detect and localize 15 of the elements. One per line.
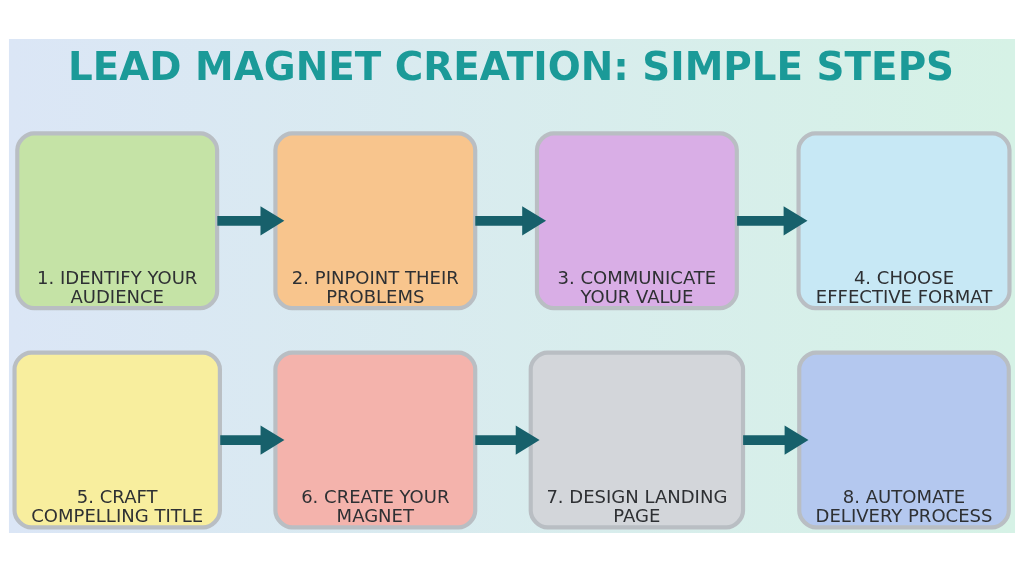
node-box: 7. DESIGN LANDING PAGE <box>528 350 746 530</box>
node-box: 3. COMMUNICATE YOUR VALUE <box>534 131 739 311</box>
arrow <box>220 425 285 455</box>
node-box: 6. CREATE YOUR MAGNET <box>273 350 478 530</box>
arrow <box>475 425 540 455</box>
node-box: 2. PINPOINT THEIR PROBLEMS <box>273 131 478 311</box>
arrow <box>217 206 285 236</box>
node-box: 8. AUTOMATE DELIVERY PROCESS <box>797 350 1011 530</box>
node-box: 5. CRAFT COMPELLING TITLE <box>12 350 222 530</box>
arrow <box>743 425 809 455</box>
diagram-title: LEAD MAGNET CREATION: SIMPLE STEPS <box>67 43 955 89</box>
arrow <box>475 206 547 236</box>
node-box: 1. IDENTIFY YOUR AUDIENCE <box>15 131 220 311</box>
node-box: 4. CHOOSE EFFECTIVE FORMAT <box>796 131 1012 311</box>
arrow <box>737 206 808 236</box>
